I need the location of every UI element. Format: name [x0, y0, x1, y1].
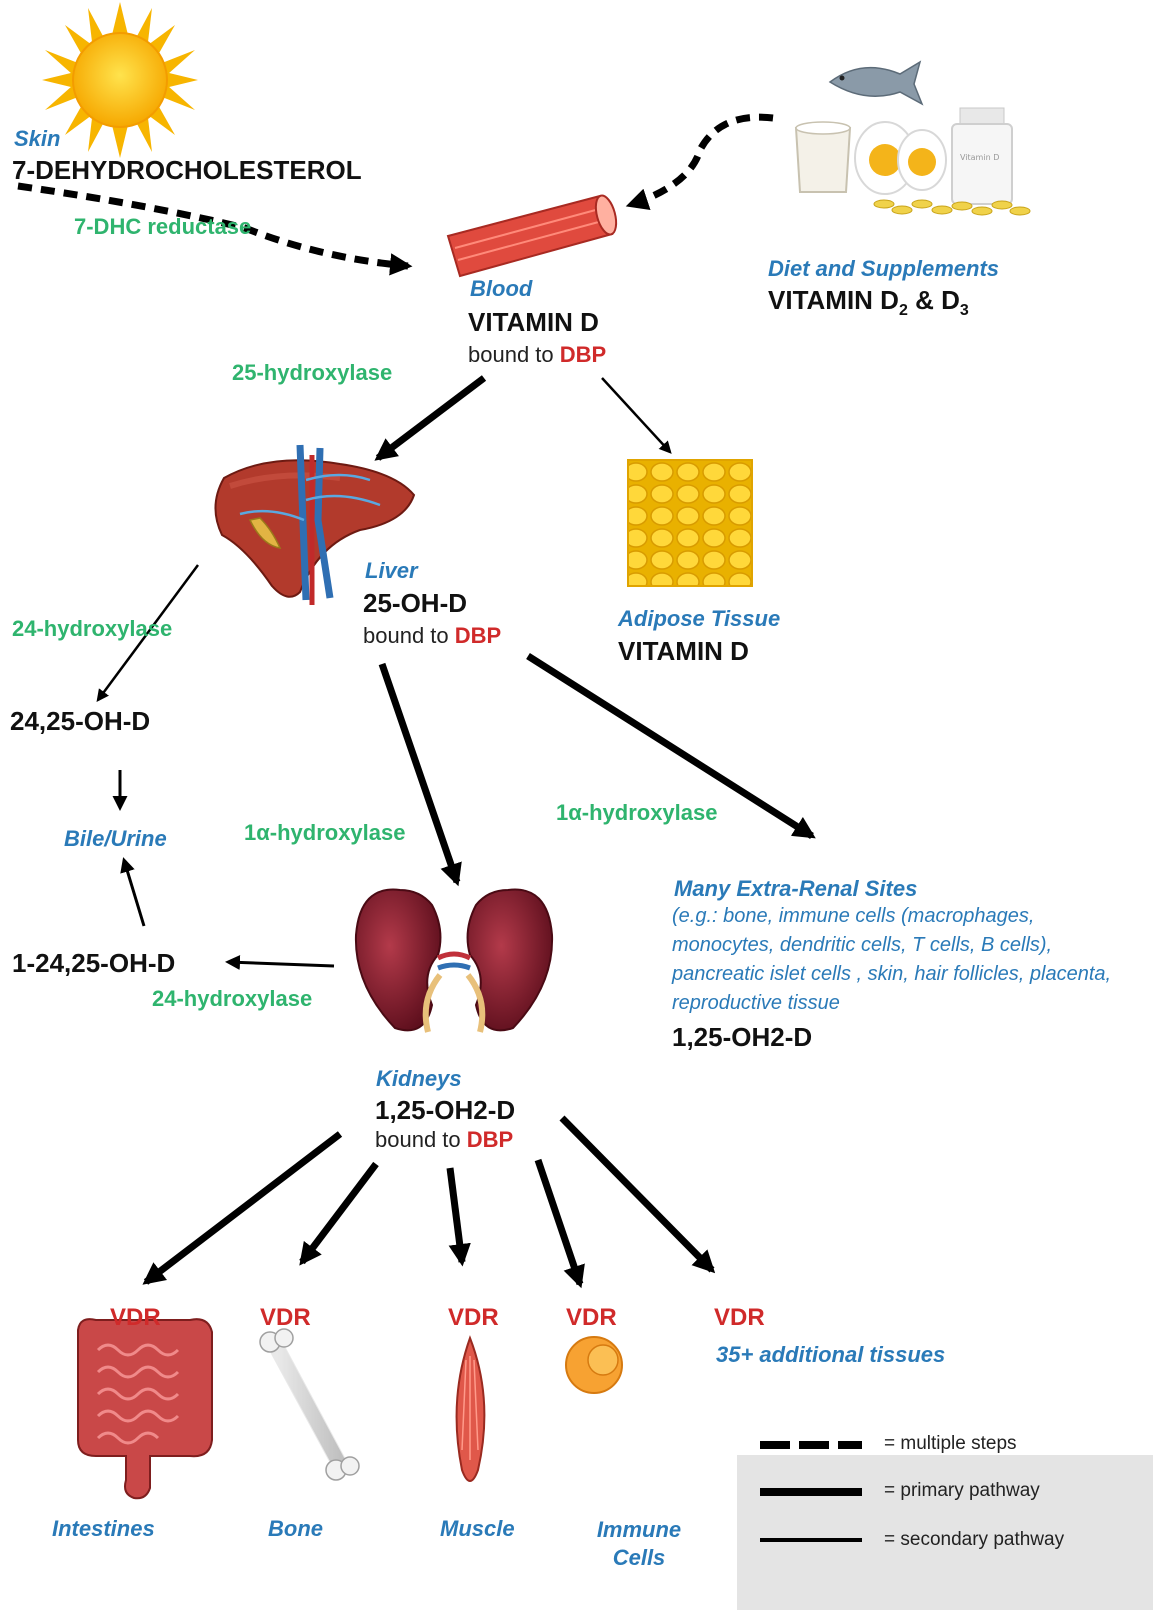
blood-to-liver-arrow: [378, 378, 484, 458]
7dhc-compound: 7-DEHYDROCHOLESTEROL: [12, 155, 362, 186]
1alpha-hydroxylase-right: 1α-hydroxylase: [556, 800, 718, 826]
liver-bound-dbp: bound to DBP: [363, 623, 501, 649]
extra-renal-sites: (e.g.: bone, immune cells (macrophages, …: [672, 902, 1142, 1018]
extra-renal-compound: 1,25-OH2-D: [672, 1022, 812, 1053]
adipose-tissue-icon: [628, 460, 752, 586]
kidneys-to-tissues-arrow: [562, 1118, 712, 1270]
kidneys-icon: [356, 890, 552, 1032]
supplement-bottle-icon: Vitamin D: [952, 108, 1012, 204]
blood-label: Blood: [470, 276, 532, 302]
muscle-label: Muscle: [440, 1516, 515, 1542]
adipose-vitamin-d: VITAMIN D: [618, 636, 749, 667]
liver-to-kidneys-arrow: [382, 664, 457, 882]
vdr-intestines: VDR: [110, 1304, 161, 1332]
bile-urine-label: Bile/Urine: [64, 826, 167, 852]
kidneys-to-muscle-arrow: [450, 1168, 462, 1262]
1alpha-hydroxylase-left: 1α-hydroxylase: [244, 820, 406, 846]
liver-label: Liver: [365, 558, 418, 584]
25-oh-d-compound: 25-OH-D: [363, 588, 467, 619]
kidneys-to-12425-arrow: [228, 962, 334, 966]
vdr-muscle: VDR: [448, 1304, 499, 1332]
kidneys-to-bone-arrow: [302, 1164, 376, 1262]
legend-primary-pathway: = primary pathway: [884, 1480, 1040, 1502]
intestines-label: Intestines: [52, 1516, 155, 1542]
12425-to-bile-arrow: [124, 860, 144, 926]
bone-icon: [260, 1329, 359, 1480]
diet-label: Diet and Supplements: [768, 256, 999, 282]
skin-label: Skin: [14, 126, 60, 152]
1-24-25-oh-d-compound: 1-24,25-OH-D: [12, 948, 175, 979]
kidneys-to-immune-arrow: [538, 1160, 580, 1284]
24-hydroxylase-kidney-enzyme: 24-hydroxylase: [152, 986, 312, 1012]
blood-vessel-icon: [448, 193, 620, 276]
muscle-icon: [457, 1338, 485, 1481]
7dhc-reductase-enzyme: 7-DHC reductase: [74, 214, 251, 240]
1-25-oh2-d-compound: 1,25-OH2-D: [375, 1095, 515, 1126]
blood-to-adipose-arrow: [602, 378, 670, 452]
24-hydroxylase-liver-enzyme: 24-hydroxylase: [12, 616, 172, 642]
kidneys-to-intestines-arrow: [146, 1134, 340, 1282]
additional-tissues-label: 35+ additional tissues: [716, 1342, 945, 1368]
blood-bound-dbp: bound to DBP: [468, 342, 606, 368]
blood-vitamin-d: VITAMIN D: [468, 307, 599, 338]
immune-cells-label: Immune Cells: [584, 1516, 694, 1572]
egg-icon: [855, 122, 946, 194]
24-25-oh-d-compound: 24,25-OH-D: [10, 706, 150, 737]
diet-to-blood-dashed-arrow: [630, 117, 773, 205]
extra-renal-title: Many Extra-Renal Sites: [674, 876, 917, 902]
vdr-bone: VDR: [260, 1304, 311, 1332]
vdr-immune: VDR: [566, 1304, 617, 1332]
kidneys-bound-dbp: bound to DBP: [375, 1127, 513, 1153]
milk-glass-icon: [796, 122, 850, 192]
adipose-label: Adipose Tissue: [618, 606, 780, 632]
vdr-additional: VDR: [714, 1304, 765, 1332]
intestines-icon: [78, 1319, 212, 1498]
legend-secondary-pathway: = secondary pathway: [884, 1529, 1064, 1551]
vitamin-d2-d3-compound: VITAMIN D2 & D3: [768, 285, 969, 320]
kidneys-label: Kidneys: [376, 1066, 462, 1092]
25-hydroxylase-enzyme: 25-hydroxylase: [232, 360, 392, 386]
sun-icon: [42, 2, 198, 158]
fish-icon: [830, 62, 922, 104]
legend-multiple-steps: = multiple steps: [884, 1433, 1017, 1455]
bottle-label: Vitamin D: [960, 153, 999, 162]
bone-label: Bone: [268, 1516, 323, 1542]
immune-cell-icon: [566, 1337, 622, 1393]
